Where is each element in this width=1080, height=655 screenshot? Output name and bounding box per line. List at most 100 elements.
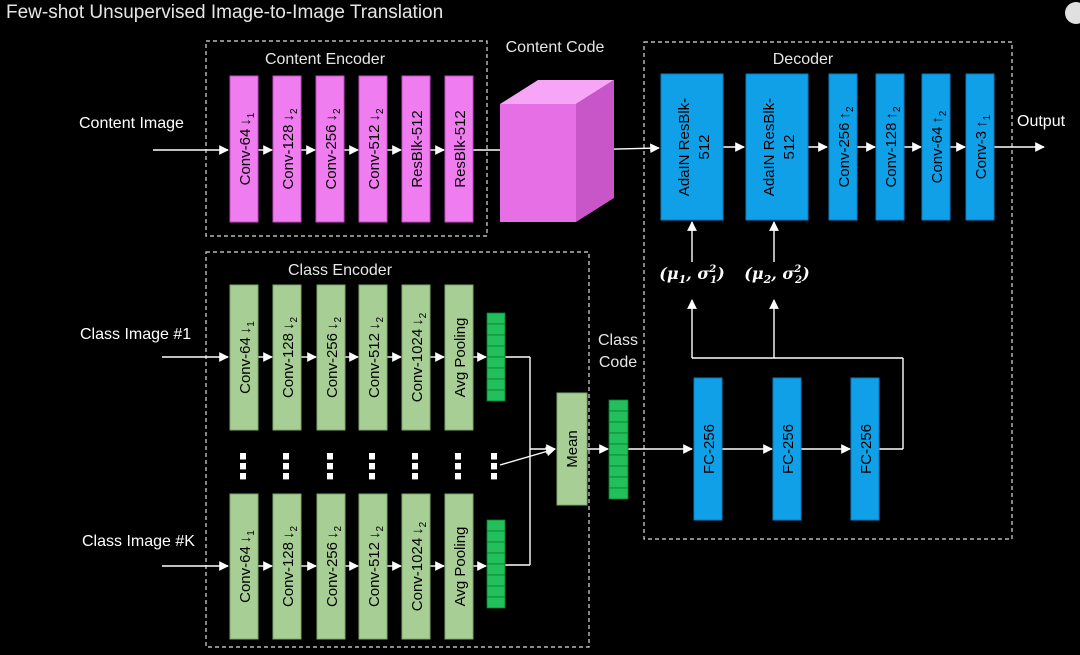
class-row-1-layer-1-sub: 1 — [246, 321, 257, 327]
class-code-vector-cell — [608, 476, 629, 489]
class-row-1-layer-4-sub: 2 — [375, 317, 386, 323]
adain-resblk-1: AdaIN ResBlk-512 — [660, 73, 724, 221]
class-encoder-frame — [205, 251, 590, 648]
content-layer-5-label: ResBlk-512 — [409, 110, 426, 188]
adain2-close: ) — [801, 264, 810, 283]
class-row-k-layer-5-arrow-icon: ↓ — [409, 527, 426, 535]
class-code-vector-cell — [608, 410, 629, 423]
class-row-k-feature-vector-cell — [486, 530, 506, 543]
class-code-label-line2: Code — [599, 354, 637, 371]
adain1-mu-sub: 1 — [679, 273, 687, 286]
adain-resblk-1-rect — [660, 73, 724, 221]
output-label: Output — [1017, 113, 1066, 130]
decoder-up-1-base: Conv-256 — [836, 123, 853, 188]
content-layer-5-base: ResBlk-512 — [409, 110, 426, 188]
ellipsis-dots-2: ⋮ — [269, 448, 303, 486]
class-row-k-layer-2-rect — [272, 493, 302, 640]
content-layer-3-rect — [315, 75, 345, 223]
decoder-up-3-sub: 2 — [938, 110, 949, 116]
page-title: Few-shot Unsupervised Image-to-Image Tra… — [6, 2, 444, 23]
fc-layer-3-rect — [850, 377, 880, 521]
decoder-up-2-rect — [875, 73, 905, 221]
content-layer-2-arrow-icon: ↓ — [280, 114, 297, 122]
class-row-k-layer-4-arrow-icon: ↓ — [366, 532, 383, 540]
adain2-sigma: σ — [782, 264, 794, 283]
class-row-1-layer-6-label: Avg Pooling — [452, 318, 469, 398]
content-layer-6-base: ResBlk-512 — [452, 110, 469, 188]
content-layer-3-base: Conv-256 — [323, 125, 340, 190]
class-row-k-layer-1-arrow-icon: ↓ — [237, 536, 254, 544]
class-encoder-title: Class Encoder — [288, 262, 393, 279]
decoder-up-4-base: Conv-3 — [973, 131, 990, 179]
content-layer-5-rect — [401, 75, 431, 223]
class-row-k-layer-4-base: Conv-512 — [366, 542, 383, 607]
adain2-sigma-sup: 2 — [793, 264, 801, 275]
adain1-mu: μ — [667, 264, 679, 283]
decoder-up-2-arrow-icon: ↑ — [883, 112, 900, 120]
class-row-k-layer-6: Avg Pooling — [444, 493, 474, 640]
class-row-1-feature-vector-cell — [486, 334, 506, 347]
content-layer-1-rect — [229, 75, 259, 223]
content-layer-2-sub: 2 — [289, 108, 300, 114]
class-row-k-layer-5-base: Conv-1024 — [409, 538, 426, 611]
decoder-up-1-sub: 2 — [845, 106, 856, 112]
adain-resblk-1-line1: AdaIN ResBlk- — [676, 98, 693, 196]
class-row-1-layer-2: Conv-128↓2 — [272, 284, 302, 431]
class-row-k-layer-5-rect — [401, 493, 431, 640]
class-row-1-layer-4-arrow-icon: ↓ — [366, 323, 383, 331]
class-row-1-layer-4: Conv-512↓2 — [358, 284, 388, 431]
class-row-k-layer-6-base: Avg Pooling — [452, 527, 469, 607]
class-row-1-feature-vector-cell — [486, 312, 506, 325]
fc-layer-1-rect — [693, 377, 723, 521]
class-row-k-layer-1-base: Conv-64 — [237, 546, 254, 603]
adain1-sigma-sub: 1 — [710, 275, 717, 286]
class-image-k-label: Class Image #K — [82, 533, 195, 550]
class-row-k-layer-3-sub: 2 — [333, 526, 344, 532]
content-layer-2-label: Conv-128↓2 — [280, 108, 300, 190]
content-layer-3: Conv-256↓2 — [315, 75, 345, 223]
class-row-k-feature-vector-cell — [486, 585, 506, 598]
fc-layer-1: FC-256 — [693, 377, 723, 521]
decoder-up-2: Conv-128↑2 — [875, 73, 905, 221]
decoder-up-2-sub: 2 — [892, 106, 903, 112]
fc-layer-3: FC-256 — [850, 377, 880, 521]
class-row-k-layer-3-label: Conv-256↓2 — [324, 526, 344, 608]
class-row-k-layer-1-sub: 1 — [246, 530, 257, 536]
class-row-k-layer-1: Conv-64 ↓1 — [229, 493, 259, 640]
decoder-up-3: Conv-64↑2 — [921, 73, 951, 221]
adain1-open: ( — [659, 264, 668, 283]
content-layer-4: Conv-512↓2 — [358, 75, 388, 223]
adain1-sep: , — [685, 264, 697, 283]
class-row-k-layer-5: Conv-1024↓2 — [401, 493, 431, 640]
content-layer-6-rect — [444, 75, 474, 223]
class-row-k-layer-2-base: Conv-128 — [280, 542, 297, 607]
class-row-1-layer-4-rect — [358, 284, 388, 431]
class-row-1-layer-4-label: Conv-512↓2 — [366, 317, 386, 399]
content-layer-3-arrow-icon: ↓ — [323, 114, 340, 122]
content-layer-1-arrow-icon: ↓ — [237, 118, 254, 126]
content-layer-1-sub: 1 — [246, 112, 257, 118]
corner-logo-icon — [1065, 2, 1080, 24]
class-row-1-layer-2-base: Conv-128 — [280, 333, 297, 398]
class-code-vector-cell — [608, 465, 629, 478]
class-row-k-layer-3-base: Conv-256 — [324, 542, 341, 607]
class-code-vector-cell — [608, 432, 629, 445]
class-row-1-layer-1-label: Conv-64↓1 — [237, 321, 257, 394]
content-layer-1-base: Conv-64 — [237, 129, 254, 186]
content-layer-1: Conv-64 ↓1 — [229, 75, 259, 223]
content-encoder-title: Content Encoder — [265, 51, 386, 68]
class-row-k-layer-4-sub: 2 — [375, 526, 386, 532]
content-layer-4-label: Conv-512↓2 — [366, 108, 386, 190]
ellipsis-dots-4: ⋮ — [355, 448, 389, 486]
class-code-vector-cell — [608, 487, 629, 500]
class-row-1-layer-2-sub: 2 — [289, 317, 300, 323]
class-row-k-layer-2-label: Conv-128↓2 — [280, 526, 300, 608]
content-layer-4-base: Conv-512 — [366, 125, 383, 190]
class-row-k-layer-2: Conv-128↓2 — [272, 493, 302, 640]
class-row-k-layer-2-arrow-icon: ↓ — [280, 532, 297, 540]
class-row-k-feature-vector — [486, 519, 506, 609]
adain2-open: ( — [744, 264, 753, 283]
decoder-up-2-label: Conv-128↑2 — [883, 106, 903, 188]
class-row-k-layer-1-label: Conv-64 ↓1 — [237, 530, 257, 603]
